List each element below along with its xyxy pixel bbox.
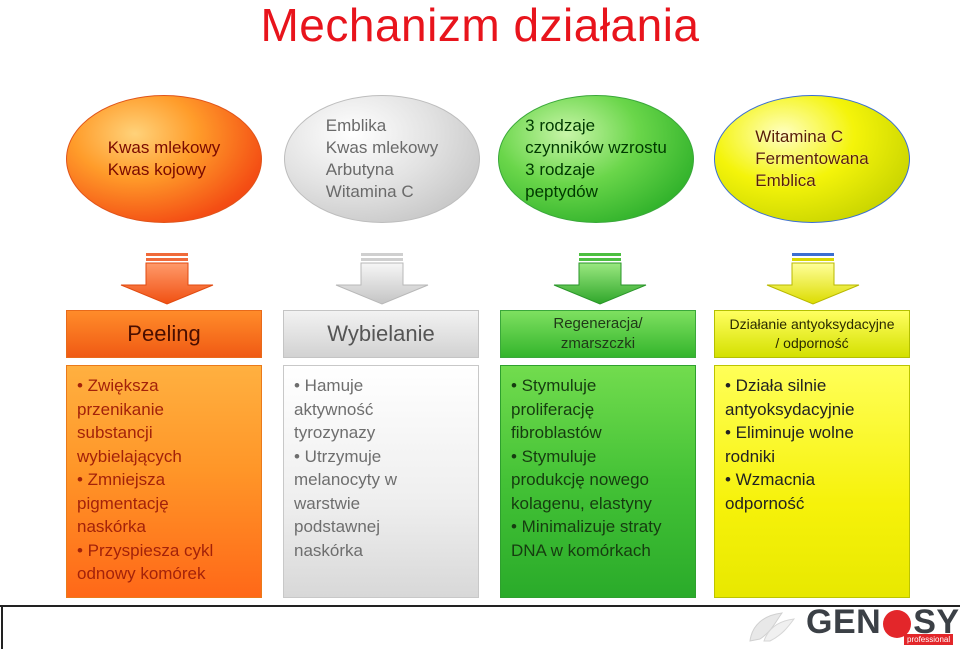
down-arrow-icon bbox=[553, 253, 647, 305]
effect-line: antyoksydacyjnie bbox=[725, 399, 855, 419]
page-title: Mechanizm działania bbox=[260, 0, 700, 51]
logo-text-part1: GEN bbox=[806, 603, 882, 641]
effect-line: pigmentację bbox=[77, 493, 169, 513]
ingredient-line: 3 rodzaje bbox=[525, 116, 596, 135]
ingredient-line: Witamina C bbox=[755, 127, 844, 146]
header-regeneration: Regeneracja/ zmarszczki bbox=[500, 310, 696, 358]
header-label-line: / odporność bbox=[775, 335, 849, 351]
effect-line: warstwie bbox=[294, 493, 361, 513]
ingredient-line: Arbutyna bbox=[325, 160, 394, 179]
header-label: Peeling bbox=[127, 321, 201, 346]
ingredient-line: Fermentowana bbox=[755, 149, 869, 168]
effect-line: • Eliminuje wolne bbox=[725, 423, 854, 442]
effect-line: tyrozynazy bbox=[294, 423, 376, 442]
ingredients-ellipse-peeling: Kwas mlekowy Kwas kojowy bbox=[66, 95, 262, 223]
effects-box-peeling: • Zwiększa przenikanie substancji wybiel… bbox=[66, 365, 262, 598]
effect-line: podstawnej bbox=[294, 517, 381, 536]
genosys-leaf-icon bbox=[749, 612, 796, 642]
effect-line: aktywność bbox=[294, 399, 374, 419]
effect-line: naskórka bbox=[77, 517, 146, 536]
effects-box-regeneration: • Stymuluje proliferację fibroblastów • … bbox=[500, 365, 696, 598]
header-whitening: Wybielanie bbox=[283, 310, 479, 358]
down-arrow-icon bbox=[766, 253, 860, 305]
down-arrow-icon bbox=[120, 253, 214, 305]
header-label: Wybielanie bbox=[327, 321, 435, 346]
effect-line: • Hamuje bbox=[294, 376, 364, 395]
effect-line: • Wzmacnia bbox=[725, 470, 816, 489]
logo-subtitle: professional bbox=[904, 634, 954, 645]
effect-line: substancji bbox=[77, 423, 153, 442]
ingredient-line: Emblica bbox=[755, 171, 816, 190]
effect-line: melanocyty w bbox=[294, 470, 397, 489]
ingredient-line: 3 rodzaje bbox=[525, 160, 596, 179]
effect-line: przenikanie bbox=[77, 399, 164, 419]
header-label-line: Regeneracja/ bbox=[553, 315, 643, 332]
effects-box-whitening: • Hamuje aktywność tyrozynazy • Utrzymuj… bbox=[283, 365, 479, 598]
down-arrow-icon bbox=[335, 253, 429, 305]
ingredient-line: peptydów bbox=[525, 182, 598, 201]
effect-line: • Minimalizuje straty bbox=[511, 517, 662, 536]
ingredients-ellipse-regeneration: 3 rodzaje czynników wzrostu 3 rodzaje pe… bbox=[498, 95, 694, 223]
header-label-line: Działanie antyoksydacyjne bbox=[729, 316, 895, 332]
effect-line: wybielających bbox=[77, 446, 182, 466]
effect-line: fibroblastów bbox=[511, 423, 602, 442]
header-peeling: Peeling bbox=[66, 310, 262, 358]
footer-divider bbox=[0, 605, 960, 607]
effect-line: • Działa silnie bbox=[725, 376, 827, 395]
effect-line: • Przyspiesza cykl bbox=[77, 540, 214, 560]
genosys-logo: GEN SYS bbox=[806, 603, 960, 642]
effect-line: • Stymuluje bbox=[511, 446, 597, 466]
effect-line: DNA w komórkach bbox=[511, 540, 651, 560]
effect-line: • Stymuluje bbox=[511, 376, 597, 395]
ingredient-line: czynników wzrostu bbox=[525, 138, 667, 157]
header-label-line: zmarszczki bbox=[560, 335, 636, 352]
effect-line: • Utrzymuje bbox=[294, 446, 382, 466]
ingredient-line: Kwas kojowy bbox=[107, 160, 207, 179]
effect-line: naskórka bbox=[294, 540, 363, 560]
effect-line: • Zmniejsza bbox=[77, 470, 166, 489]
ingredients-ellipse-antioxidant: Witamina C Fermentowana Emblica bbox=[714, 95, 910, 223]
ingredients-ellipse-whitening: Emblika Kwas mlekowy Arbutyna Witamina C bbox=[284, 95, 480, 223]
effect-line: kolagenu, elastyny bbox=[511, 493, 652, 513]
effects-box-antioxidant: • Działa silnie antyoksydacyjnie • Elimi… bbox=[714, 365, 910, 598]
ingredient-line: Kwas mlekowy bbox=[325, 138, 439, 157]
effect-line: odporność bbox=[725, 493, 805, 513]
effect-line: proliferację bbox=[511, 399, 595, 419]
ingredient-line: Emblika bbox=[325, 116, 387, 135]
effect-line: odnowy komórek bbox=[77, 564, 206, 583]
effect-line: rodniki bbox=[725, 446, 776, 466]
ingredient-line: Witamina C bbox=[325, 182, 414, 201]
effect-line: produkcję nowego bbox=[511, 470, 649, 489]
ingredient-line: Kwas mlekowy bbox=[107, 138, 221, 157]
footer-left-edge bbox=[1, 607, 3, 649]
header-antioxidant: Działanie antyoksydacyjne / odporność bbox=[714, 310, 910, 358]
effect-line: • Zwiększa bbox=[77, 376, 159, 395]
logo-circle-icon bbox=[883, 609, 912, 638]
